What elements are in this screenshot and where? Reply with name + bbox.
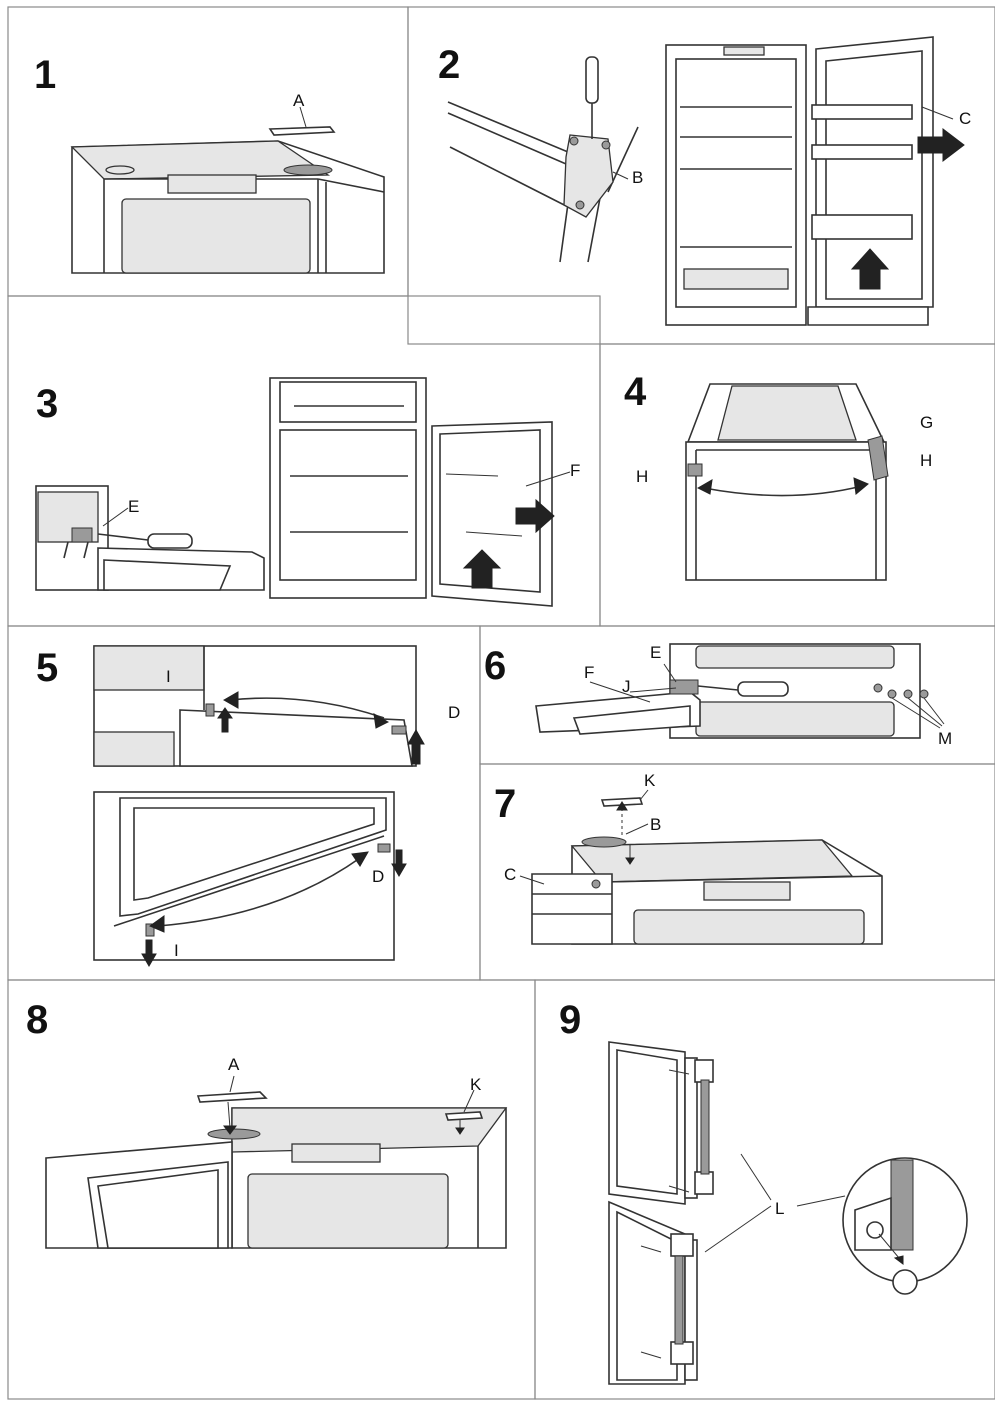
step-9-number: 9	[559, 998, 582, 1042]
step-8-illustration	[45, 1075, 508, 1249]
label-m: M	[938, 729, 953, 748]
step-3-illustration	[35, 377, 571, 607]
label-f: F	[570, 461, 581, 480]
label-a: A	[293, 91, 305, 110]
step-6-illustration	[535, 643, 945, 739]
label-d-bottom: D	[372, 867, 385, 886]
label-l: L	[775, 1199, 785, 1218]
label-h-left: H	[636, 467, 649, 486]
label-h-right: H	[920, 451, 933, 470]
step-7-panel: 7 K B C	[480, 764, 995, 980]
step-3-number: 3	[36, 382, 59, 426]
step-4-number: 4	[624, 370, 647, 414]
label-d-top: D	[448, 703, 461, 722]
label-i-top: I	[166, 667, 171, 686]
step-5-panel: 5 I D D I	[8, 626, 480, 980]
step-1-number: 1	[34, 53, 57, 97]
step-4-illustration	[685, 383, 889, 581]
step-4-panel: 4 G H H	[600, 344, 995, 626]
label-f: F	[584, 663, 595, 682]
label-k: K	[644, 771, 656, 790]
step-8-panel: 8 A K	[8, 980, 535, 1399]
label-k: K	[470, 1075, 482, 1094]
step-9-illustration	[608, 1041, 968, 1385]
step-1-illustration	[70, 106, 385, 274]
step-7-illustration	[519, 789, 883, 945]
label-g: G	[920, 413, 934, 432]
label-b: B	[632, 168, 644, 187]
label-e: E	[128, 497, 140, 516]
label-b: B	[650, 815, 662, 834]
step-3-panel: 3 E F	[8, 296, 600, 626]
step-7-number: 7	[494, 782, 517, 826]
step-6-panel: 6 E F J M	[480, 626, 995, 764]
label-i-bottom: I	[174, 941, 179, 960]
step-5-number: 5	[36, 646, 59, 690]
label-a: A	[228, 1055, 240, 1074]
step-2-panel: 2 B C	[408, 7, 995, 344]
step-2-number: 2	[438, 43, 461, 87]
step-5-illustration	[93, 645, 425, 967]
step-1-panel: 1 A	[8, 7, 408, 296]
step-6-number: 6	[484, 644, 507, 688]
label-c: C	[504, 865, 517, 884]
label-c: C	[959, 109, 972, 128]
label-e: E	[650, 643, 662, 662]
step-9-panel: 9 L	[535, 980, 995, 1399]
step-2-illustration	[447, 36, 965, 326]
label-j: J	[622, 677, 631, 696]
step-8-number: 8	[26, 998, 49, 1042]
